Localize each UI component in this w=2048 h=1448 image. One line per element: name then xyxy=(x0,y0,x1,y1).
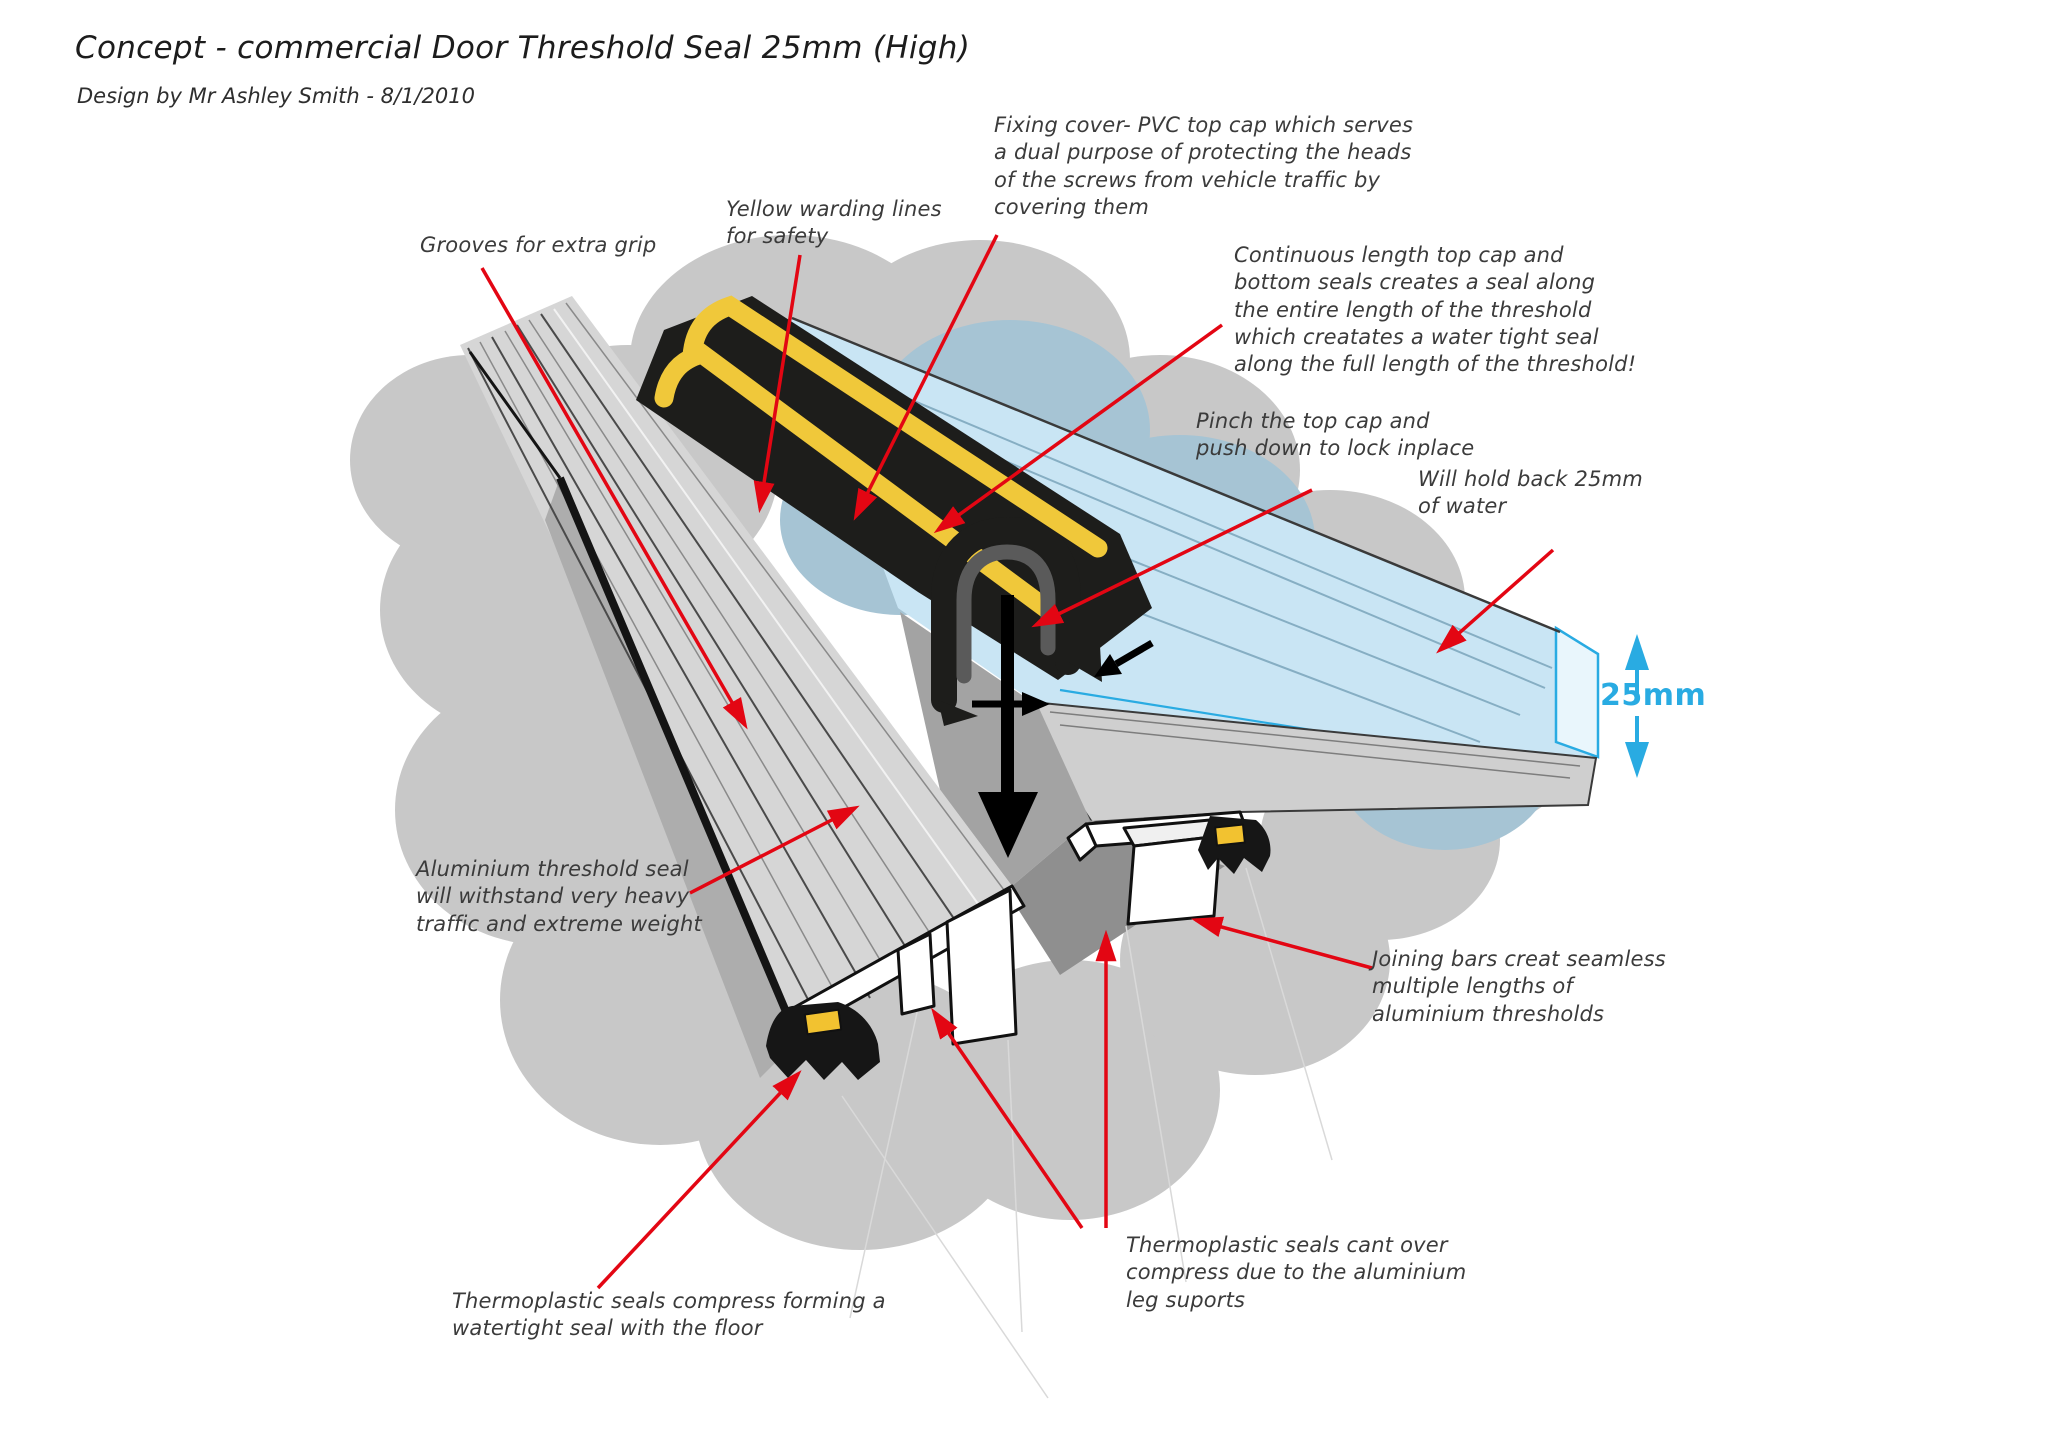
cap-hood-outer xyxy=(931,516,1081,713)
cross-section-right xyxy=(1066,810,1271,926)
thermoplastic-seal-left xyxy=(766,1002,880,1080)
cross-section-left xyxy=(766,884,1026,1080)
note-fixing-cover: Fixing cover- PVC top cap which serves a… xyxy=(994,113,1414,219)
construction-lines xyxy=(841,867,1333,1399)
arrow-pinch xyxy=(1031,488,1313,628)
water-end-face xyxy=(1554,625,1600,759)
note-pinch: Pinch the top cap and push down to lock … xyxy=(1196,409,1475,461)
arrow-continuous-seal xyxy=(933,323,1224,534)
page-title: Concept - commercial Door Threshold Seal… xyxy=(75,30,971,66)
note-continuous-seal: Continuous length top cap and bottom sea… xyxy=(1234,243,1637,377)
note-grooves: Grooves for extra grip xyxy=(420,233,657,257)
arrow-hold-back xyxy=(1436,548,1555,654)
yellow-warning-stripe-2 xyxy=(654,343,1058,620)
step-notch xyxy=(1066,822,1098,862)
cap-pinch-flange-right xyxy=(1068,646,1102,682)
leg-support-2 xyxy=(945,888,1018,1046)
note-yellow-warning: Yellow warding lines for safety xyxy=(726,197,942,249)
ramp-left-edge xyxy=(556,476,802,1042)
note-thermo-no-overcompress: Thermoplastic seals cant over compress d… xyxy=(1126,1233,1467,1312)
arrow-grooves xyxy=(480,267,748,730)
note-joining-bars: Joining bars creat seamless multiple len… xyxy=(1372,947,1666,1026)
seal-yellow-insert-right xyxy=(1214,823,1246,847)
arrow-thermo-compress xyxy=(596,1070,802,1290)
pinch-arrows xyxy=(972,639,1154,716)
note-aluminium: Aluminium threshold seal will withstand … xyxy=(416,857,702,936)
arrow-yellow-warning xyxy=(753,254,802,514)
push-down-arrow xyxy=(978,595,1038,858)
note-thermo-compress: Thermoplastic seals compress forming a w… xyxy=(452,1289,886,1341)
arrow-joining-bars xyxy=(1190,916,1373,970)
arrow-fixing-cover xyxy=(853,234,999,521)
page-subtitle: Design by Mr Ashley Smith - 8/1/2010 xyxy=(77,84,475,108)
leg-support-1 xyxy=(896,932,936,1016)
joining-bar-front xyxy=(1126,834,1222,926)
note-hold-back: Will hold back 25mm of water xyxy=(1418,467,1643,519)
cap-pinch-flange-left xyxy=(938,700,978,726)
dimension-label-25mm: 25mm xyxy=(1600,678,1707,713)
arrow-thermo-leg-a xyxy=(931,1007,1084,1229)
annotation-arrows xyxy=(480,234,1555,1290)
ramp-underside xyxy=(545,478,798,1078)
arrow-aluminium xyxy=(689,805,860,895)
top-cap xyxy=(636,295,1152,726)
aluminium-ramp xyxy=(460,296,1012,1078)
cap-hood-inner xyxy=(956,544,1056,684)
seal-yellow-insert-left xyxy=(803,1008,843,1036)
